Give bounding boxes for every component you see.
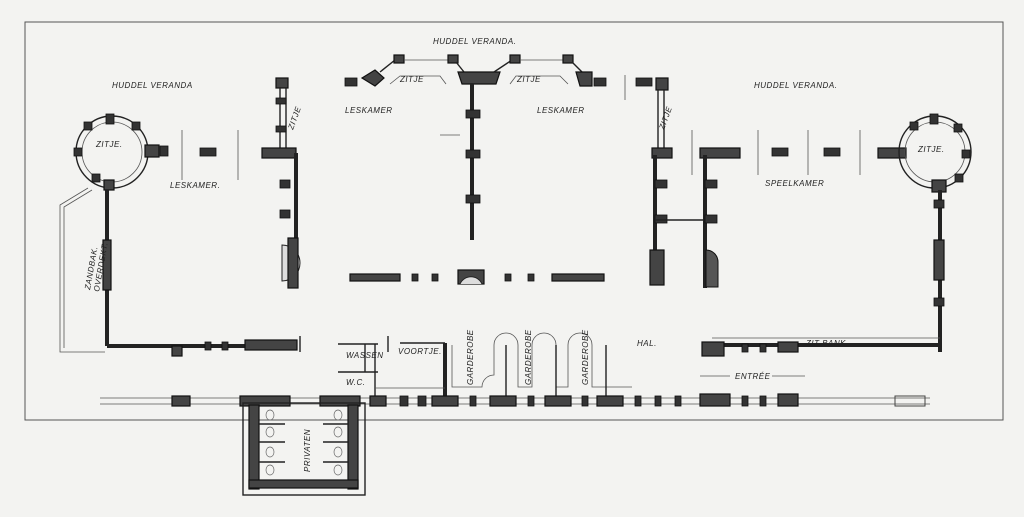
center-front-wall	[349, 269, 605, 285]
label-garderobe-2: GARDEROBE	[524, 329, 533, 385]
label-zitje-right-round: ZITJE.	[917, 145, 945, 154]
label-voortje: VOORTJE.	[398, 347, 442, 356]
label-zitje-right-side: ZITJE	[657, 105, 674, 132]
drawing-frame	[24, 21, 1004, 421]
label-wassen: WASSEN	[346, 351, 384, 360]
label-zitje-top-right: ZITJE	[516, 75, 541, 84]
label-leskamer-left: LESKAMER.	[170, 181, 220, 190]
label-garderobe-3: GARDEROBE	[581, 329, 590, 385]
left-classroom-partition	[261, 77, 301, 289]
label-hal: HAL.	[637, 339, 657, 348]
center-partition-wall	[440, 84, 481, 240]
toilet-block	[242, 402, 366, 496]
label-entree: ENTRÉE	[735, 372, 771, 381]
label-garderobe-1: GARDEROBE	[466, 329, 475, 385]
label-zitbank: ZIT BANK.	[805, 339, 849, 348]
label-privaten: PRIVATEN	[303, 429, 312, 472]
wash-and-wc-rooms	[338, 336, 447, 400]
right-classroom-partitions	[624, 75, 907, 288]
label-veranda-top: HUDDEL VERANDA.	[433, 37, 516, 46]
label-leskamer-center-right: LESKAMER	[537, 106, 585, 115]
label-zitje-left-side: ZITJE	[286, 105, 303, 132]
right-round-zitje	[898, 113, 972, 193]
label-veranda-right: HUDDEL VERANDA.	[754, 81, 837, 90]
right-wing-walls	[701, 190, 945, 357]
top-center-veranda	[344, 54, 607, 87]
label-leskamer-center-left: LESKAMER	[345, 106, 393, 115]
left-round-zitje	[73, 113, 160, 191]
label-wc: W.C.	[346, 378, 365, 387]
left-wing-walls	[59, 130, 301, 357]
label-zitje-left-round: ZITJE.	[95, 140, 123, 149]
label-veranda-left: HUDDEL VERANDA	[112, 81, 193, 90]
label-speelkamer: SPEELKAMER	[765, 179, 824, 188]
garderobe-hooks	[451, 332, 632, 400]
front-wall	[100, 393, 930, 407]
label-zitje-top-left: ZITJE	[399, 75, 424, 84]
